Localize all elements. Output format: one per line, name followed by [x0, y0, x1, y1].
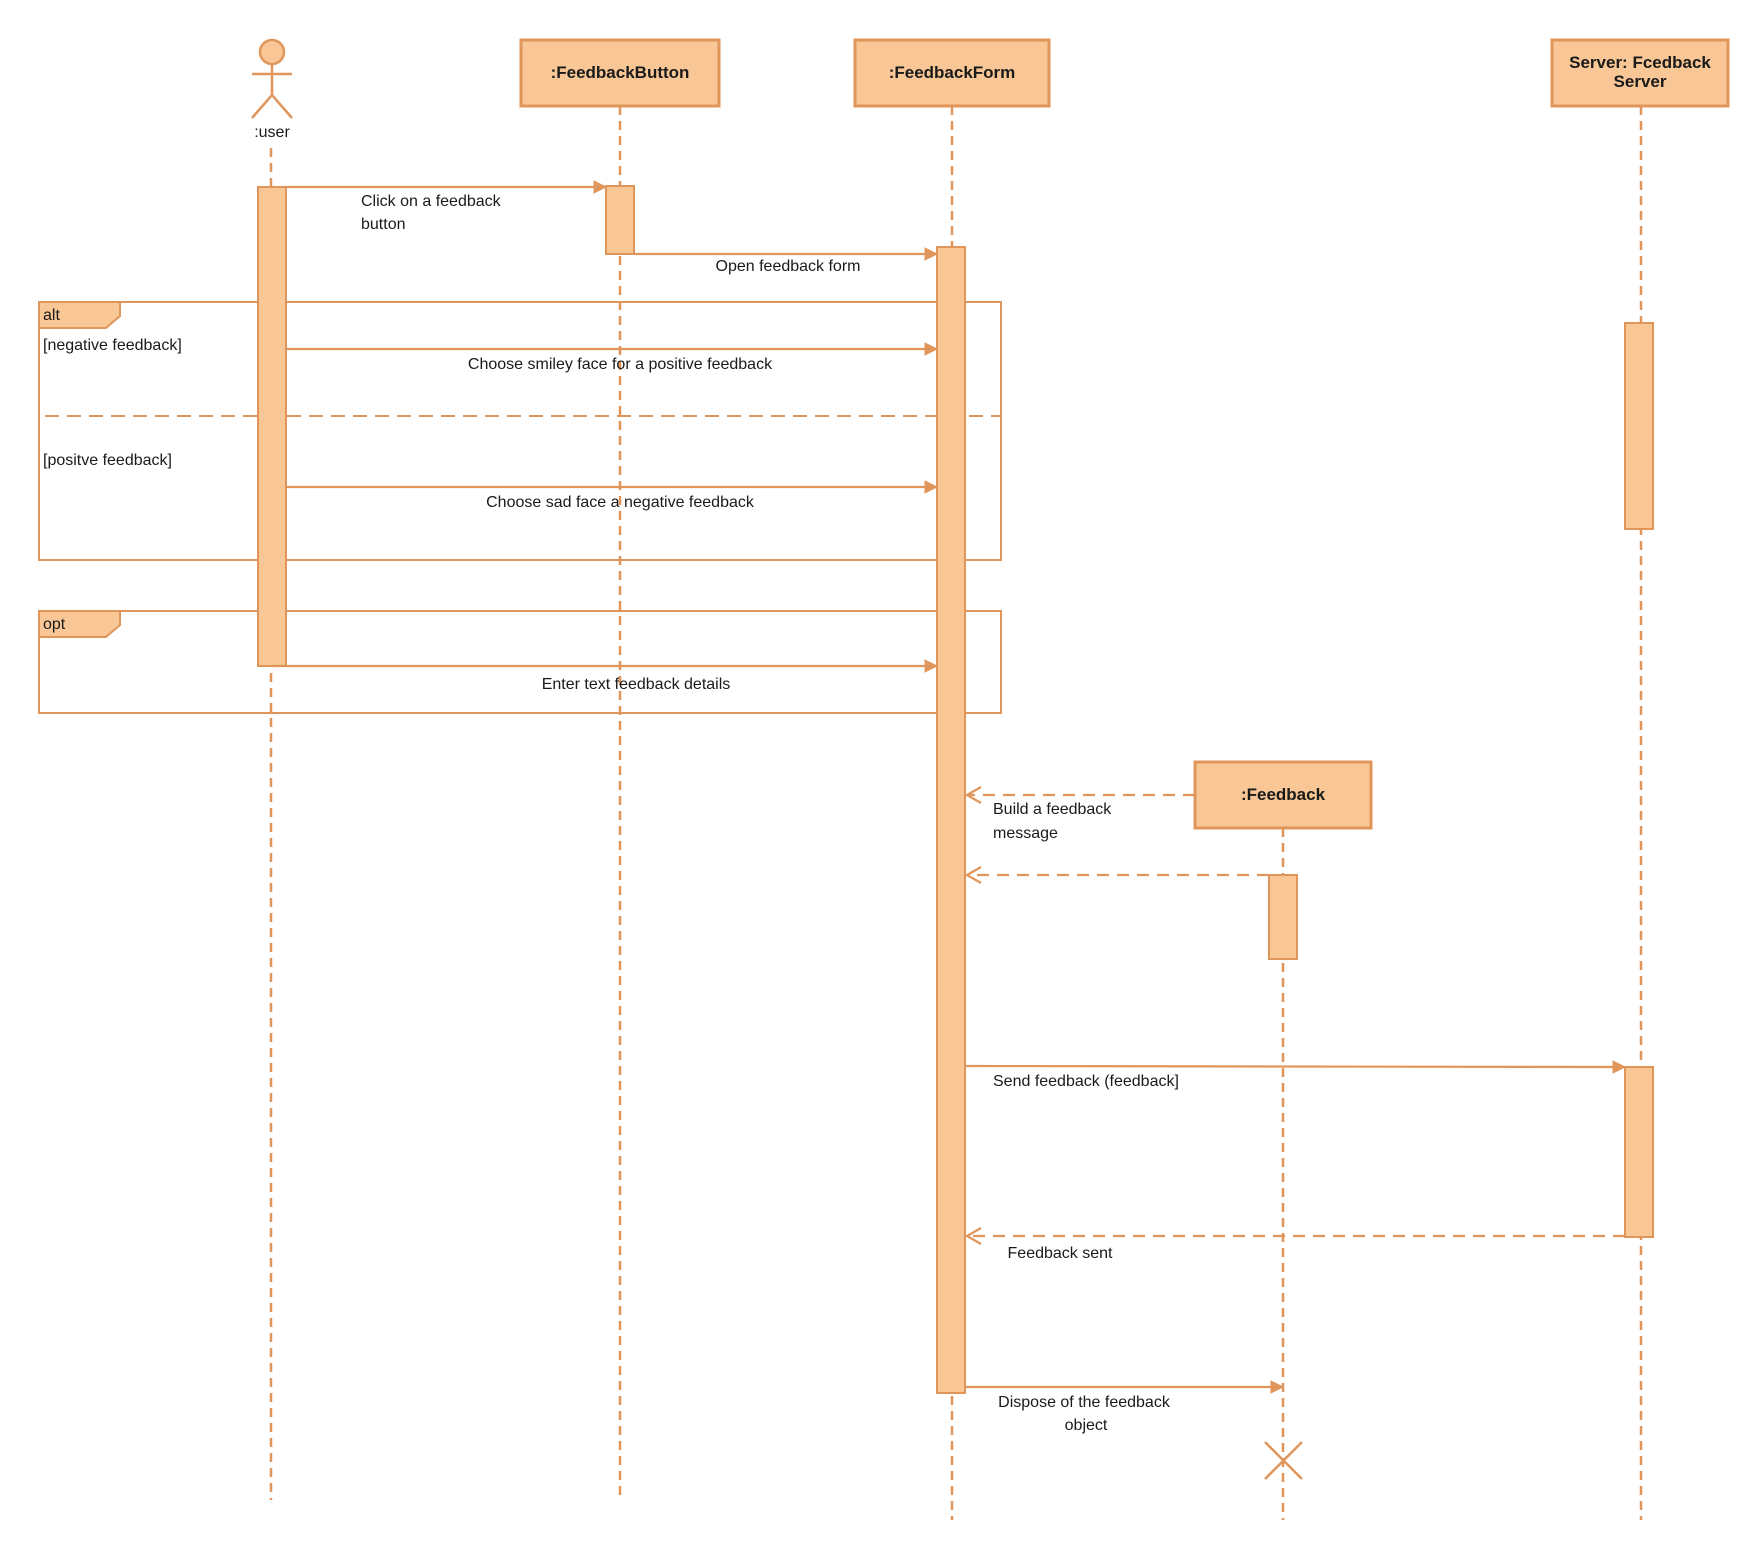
arrowhead-solid-icon — [924, 659, 939, 673]
participant-feedback-label: :Feedback — [1241, 785, 1326, 804]
activation-server-1 — [1624, 322, 1654, 530]
actor-user-icon — [251, 38, 293, 119]
label-choose-smiley: Choose smiley face for a positive feedba… — [468, 356, 773, 373]
participant-server: Server: Fcedback Server — [1550, 38, 1730, 108]
alt-fragment: alt [negative feedback] [positve feedbac… — [38, 301, 1002, 561]
label-dispose-line1: Dispose of the feedback — [998, 1394, 1171, 1411]
activation-feedback-form — [936, 246, 966, 1394]
message-feedback-sent — [964, 1227, 1625, 1245]
label-choose-sad: Choose sad face a negative feedback — [486, 494, 755, 511]
participant-feedback-form: :FeedbackForm — [853, 38, 1051, 108]
message-click-feedback-button — [286, 180, 608, 194]
alt-tab — [38, 301, 121, 329]
activation-feedback — [1268, 874, 1298, 960]
label-open-form: Open feedback form — [716, 258, 861, 275]
participant-feedback-form-label: :FeedbackForm — [889, 63, 1016, 82]
activation-server-2 — [1624, 1066, 1654, 1238]
alt-label: alt — [43, 307, 60, 324]
arrowhead-open-icon — [964, 866, 982, 884]
opt-tab — [38, 610, 121, 638]
arrowhead-open-icon — [964, 1227, 982, 1245]
participant-feedback-button: :FeedbackButton — [519, 38, 721, 108]
message-build-feedback — [964, 786, 1195, 804]
arrowhead-solid-icon — [593, 180, 608, 194]
label-enter-text: Enter text feedback details — [542, 676, 731, 693]
arrowhead-open-icon — [964, 786, 982, 804]
opt-label: opt — [43, 616, 66, 633]
message-return-feedback — [964, 866, 1269, 884]
label-feedback-sent: Feedback sent — [1008, 1245, 1114, 1262]
label-dispose-line2: object — [1065, 1417, 1108, 1434]
label-send-feedback: Send feedback (feedback] — [993, 1073, 1179, 1090]
alt-guard-negative: [negative feedback] — [43, 337, 182, 354]
message-choose-smiley — [286, 342, 939, 356]
participant-server-label-line2: Server — [1614, 72, 1667, 91]
alt-frame — [38, 301, 1002, 561]
message-dispose — [965, 1380, 1285, 1394]
arrowhead-solid-icon — [1270, 1380, 1285, 1394]
label-click-line2: button — [361, 216, 405, 233]
opt-fragment: opt — [38, 610, 1002, 714]
message-open-feedback-form — [634, 247, 939, 261]
arrowhead-solid-icon — [1612, 1060, 1627, 1074]
opt-frame — [38, 610, 1002, 714]
arrowhead-solid-icon — [924, 247, 939, 261]
message-send-feedback — [964, 1060, 1627, 1074]
activation-user — [257, 186, 287, 667]
destroy-x-icon — [1264, 1441, 1303, 1480]
label-build-line2: message — [993, 825, 1058, 842]
alt-guard-positive: [positve feedback] — [43, 452, 172, 469]
arrowhead-solid-icon — [924, 342, 939, 356]
label-build-line1: Build a feedback — [993, 801, 1112, 818]
message-enter-text — [272, 659, 939, 673]
participant-server-label-line1: Server: Fcedback — [1569, 53, 1711, 72]
arrowhead-solid-icon — [924, 480, 939, 494]
message-choose-sad — [286, 480, 939, 494]
activation-feedback-button — [605, 185, 635, 255]
label-click-line1: Click on a feedback — [361, 193, 502, 210]
participant-feedback: :Feedback — [1193, 760, 1373, 830]
actor-user-label: :user — [254, 124, 290, 141]
participant-feedback-button-label: :FeedbackButton — [551, 63, 690, 82]
